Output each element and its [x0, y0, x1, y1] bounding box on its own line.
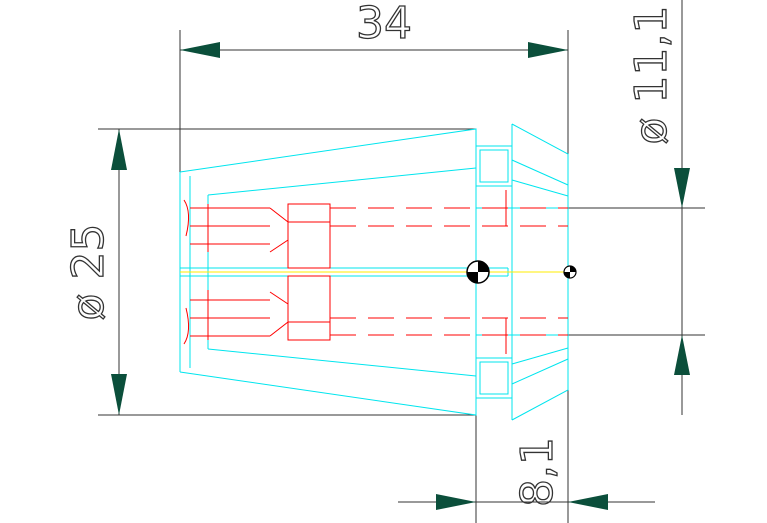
dimension-texts: 34 ø 25 ø 11,1 8,1 — [62, 0, 677, 508]
dim-text-outer-diameter: ø 25 — [63, 224, 114, 321]
head-inner-bottom-2 — [511, 347, 569, 365]
arrow-length-right — [528, 42, 568, 58]
arrow-outer-top — [111, 129, 127, 170]
dim-text-inner-diameter: ø 11,1 — [626, 6, 677, 145]
arrow-step-left — [436, 494, 476, 510]
neck-bottom-inner — [479, 361, 509, 395]
arrow-inner-top — [674, 168, 690, 208]
neck-top-inner — [479, 149, 509, 183]
arrow-step-right — [568, 494, 608, 510]
arrow-length-left — [180, 42, 220, 58]
neck-bottom-outer — [475, 357, 513, 399]
body-outer-top — [179, 128, 477, 173]
arrow-inner-bottom — [674, 335, 690, 375]
hidden-block-bottom — [287, 275, 331, 341]
neck-top-outer — [475, 145, 513, 187]
dim-text-step: 8,1 — [512, 437, 563, 507]
body-inner-bottom — [207, 348, 477, 377]
hidden-cone-bottom — [269, 291, 289, 337]
hidden-block-top — [287, 203, 331, 269]
body-inner-top — [207, 167, 477, 196]
hidden-cone-top — [269, 207, 289, 253]
head-inner-top — [511, 159, 569, 186]
arrow-outer-bottom — [111, 374, 127, 415]
arrowheads — [111, 42, 690, 510]
dim-text-length: 34 — [356, 0, 412, 49]
body-outer-bottom — [179, 371, 477, 416]
hidden-left-arc-top — [183, 199, 190, 237]
head-inner-bottom — [511, 358, 569, 385]
head-inner-top-2 — [511, 179, 569, 197]
center-of-mass-icon-small — [563, 265, 577, 279]
extension-lines — [98, 30, 705, 523]
hidden-lines — [183, 190, 568, 354]
dimension-lines — [118, 0, 683, 503]
hidden-left-arc-bottom — [183, 307, 190, 345]
center-of-mass-icon — [466, 260, 490, 284]
